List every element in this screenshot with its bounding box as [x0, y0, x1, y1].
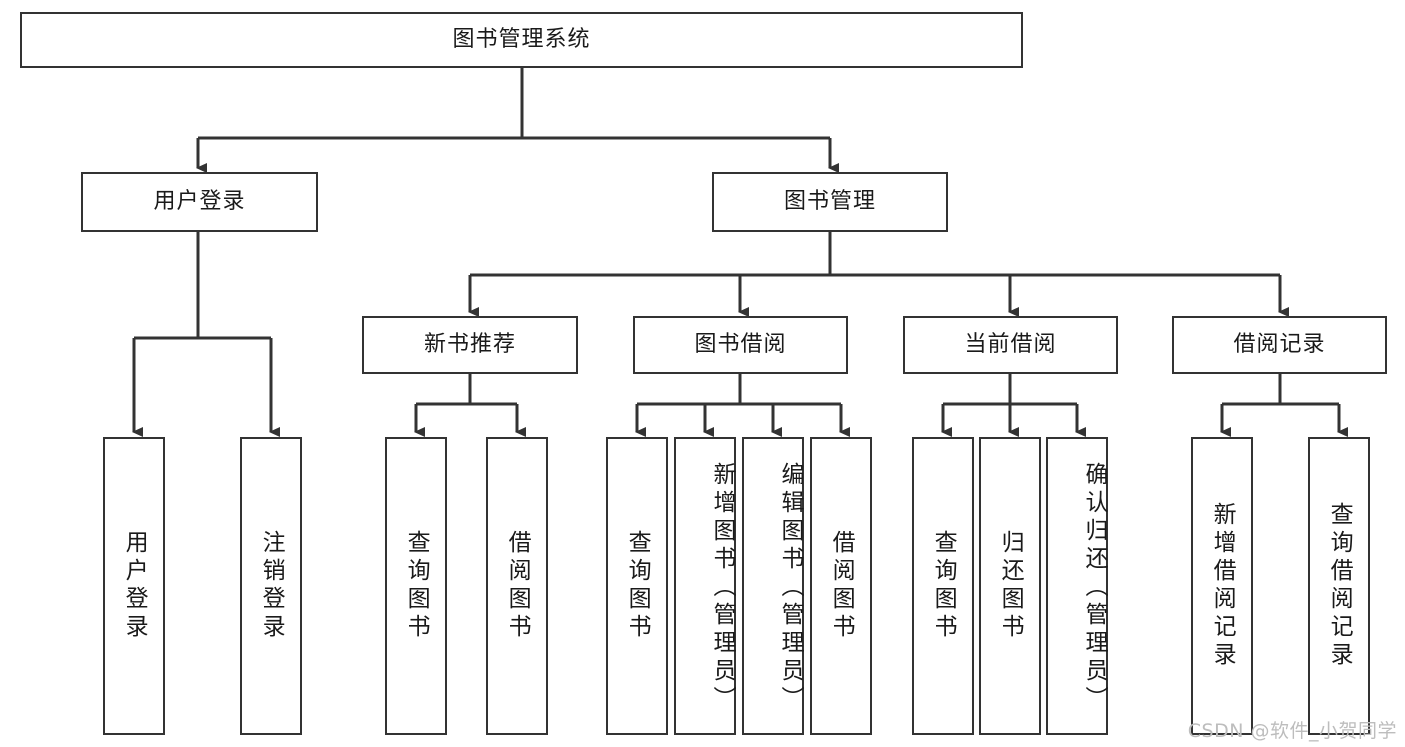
node-label: 借阅图书 [828, 530, 855, 642]
node-label: 图书管理 [783, 188, 876, 214]
leaf-query-borrowing-record[interactable]: 查询借阅记录 [1308, 437, 1370, 735]
node-label: 注销登录 [258, 530, 285, 642]
node-label: 新增图书（管理员） [709, 462, 735, 714]
node-book-borrowing[interactable]: 图书借阅 [633, 316, 848, 374]
node-current-borrowing[interactable]: 当前借阅 [903, 316, 1118, 374]
leaf-logout[interactable]: 注销登录 [240, 437, 302, 735]
node-label: 查询借阅记录 [1326, 502, 1353, 670]
node-label: 编辑图书（管理员） [777, 462, 803, 714]
node-label: 用户登录 [121, 530, 148, 642]
node-label: 借阅记录 [1233, 331, 1326, 357]
node-label: 新增借阅记录 [1209, 502, 1236, 670]
node-label: 用户登录 [153, 188, 246, 214]
csdn-watermark: CSDN @软件_小贺同学 [1187, 720, 1397, 742]
node-label: 图书借阅 [694, 331, 787, 357]
node-label: 图书管理系统 [452, 26, 591, 52]
leaf-edit-book-admin[interactable]: 编辑图书（管理员） [742, 437, 804, 735]
node-book-management[interactable]: 图书管理 [712, 172, 948, 232]
leaf-query-books-borrowing[interactable]: 查询图书 [606, 437, 668, 735]
node-new-book-recommendation[interactable]: 新书推荐 [362, 316, 578, 374]
node-label: 当前借阅 [964, 331, 1057, 357]
node-user-login[interactable]: 用户登录 [81, 172, 318, 232]
node-borrowing-records[interactable]: 借阅记录 [1172, 316, 1387, 374]
leaf-borrow-books-borrowing[interactable]: 借阅图书 [810, 437, 872, 735]
leaf-user-login[interactable]: 用户登录 [103, 437, 165, 735]
leaf-add-borrowing-record[interactable]: 新增借阅记录 [1191, 437, 1253, 735]
node-label: 查询图书 [403, 530, 430, 642]
node-label: 查询图书 [930, 530, 957, 642]
leaf-borrow-books-recommendation[interactable]: 借阅图书 [486, 437, 548, 735]
node-label: 归还图书 [997, 530, 1024, 642]
leaf-confirm-return-admin[interactable]: 确认归还（管理员） [1046, 437, 1108, 735]
leaf-add-book-admin[interactable]: 新增图书（管理员） [674, 437, 736, 735]
node-label: 新书推荐 [423, 331, 516, 357]
leaf-query-books-recommendation[interactable]: 查询图书 [385, 437, 447, 735]
node-root-book-management-system[interactable]: 图书管理系统 [20, 12, 1023, 68]
node-label: 确认归还（管理员） [1081, 462, 1107, 714]
leaf-query-books-current[interactable]: 查询图书 [912, 437, 974, 735]
leaf-return-books[interactable]: 归还图书 [979, 437, 1041, 735]
node-label: 借阅图书 [504, 530, 531, 642]
node-label: 查询图书 [624, 530, 651, 642]
